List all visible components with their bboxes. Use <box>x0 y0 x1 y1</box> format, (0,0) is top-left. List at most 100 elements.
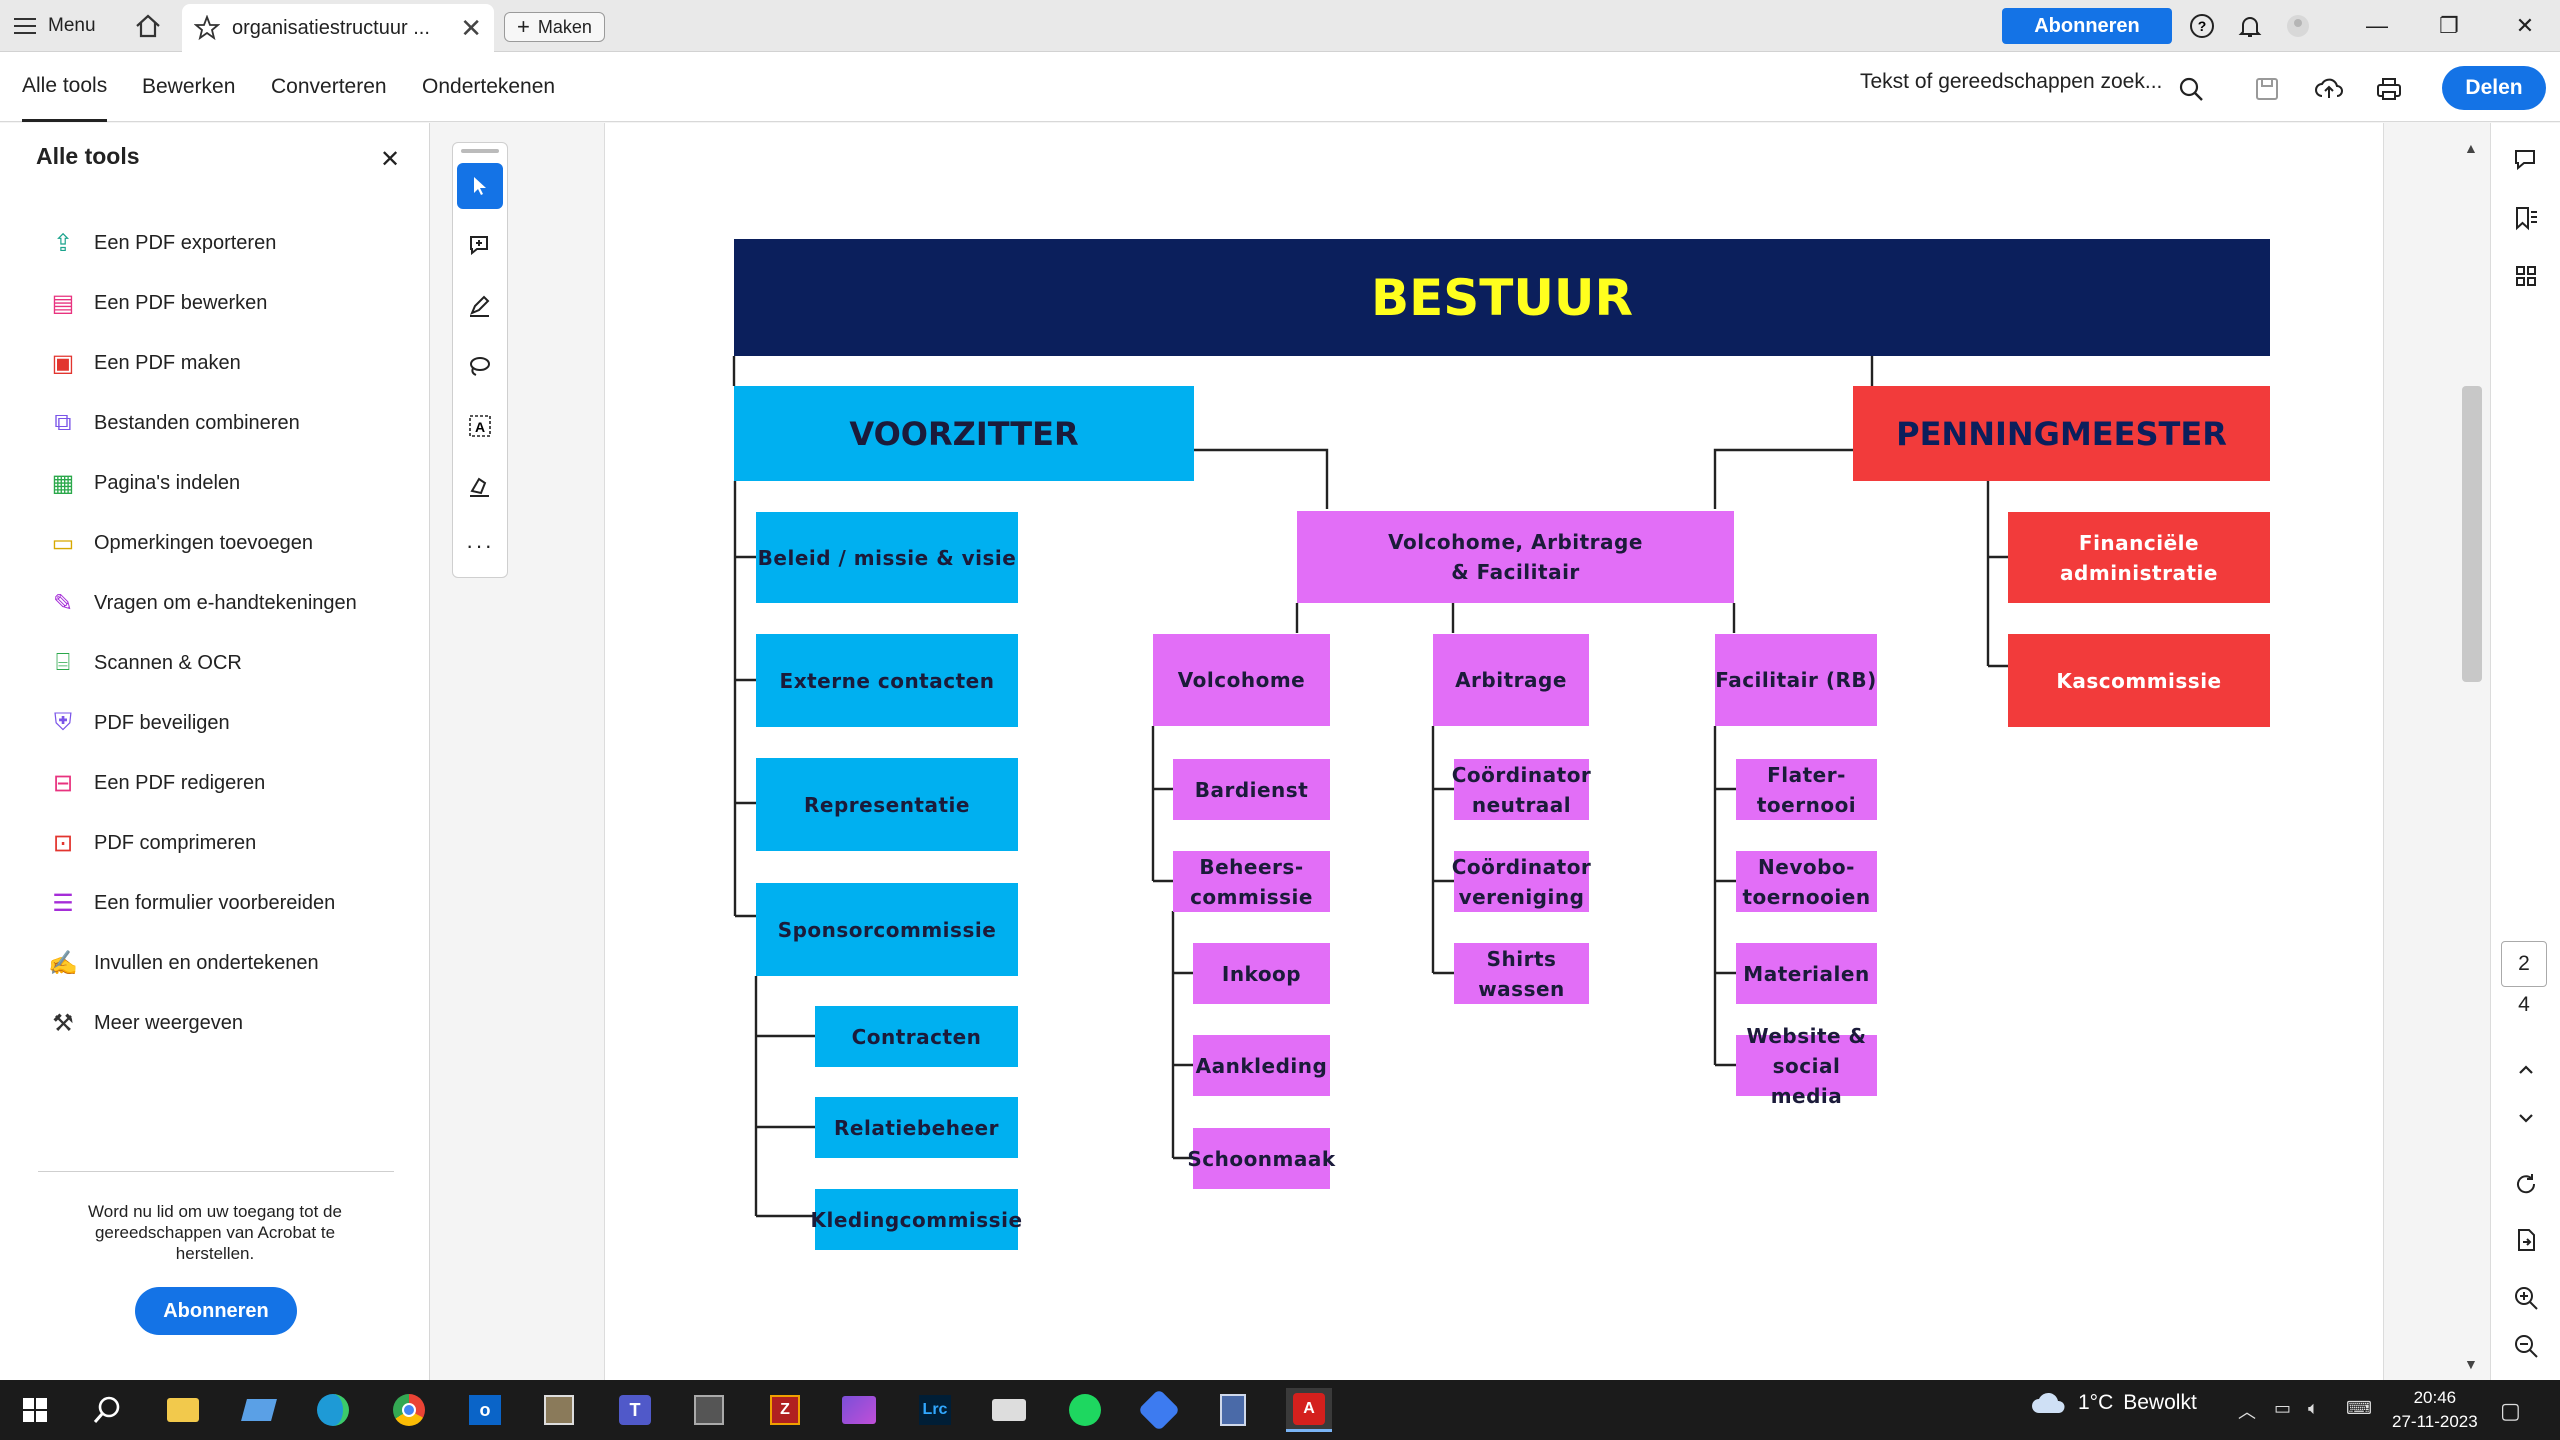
promo-subscribe-button[interactable]: Abonneren <box>135 1287 297 1335</box>
bookmarks-icon[interactable] <box>2509 201 2543 235</box>
tray-chevron-icon[interactable]: ︿ <box>2238 1402 2256 1422</box>
org-box-bardienst: Bardienst <box>1173 759 1330 820</box>
chrome-icon[interactable] <box>386 1388 432 1432</box>
network-icon[interactable]: ▭ <box>2274 1398 2292 1418</box>
extract-pages-icon[interactable] <box>2509 1223 2543 1257</box>
rotate-icon[interactable] <box>2509 1167 2543 1201</box>
tool-item-6[interactable]: ✎Vragen om e-handtekeningen <box>50 573 357 633</box>
app-window-icon[interactable] <box>686 1388 732 1432</box>
tab-all-tools[interactable]: Alle tools <box>22 52 108 122</box>
comment-icon: ▭ <box>51 529 75 557</box>
save-icon[interactable] <box>2250 72 2284 106</box>
filezilla-icon[interactable]: Z <box>762 1388 808 1432</box>
bell-icon[interactable] <box>2234 10 2266 42</box>
document-canvas[interactable]: BESTUUR VOORZITTER PENNINGMEESTER Volcoh… <box>604 123 2384 1380</box>
edge-icon[interactable] <box>310 1388 356 1432</box>
minimize-icon[interactable]: — <box>2366 13 2388 38</box>
start-button[interactable] <box>12 1388 58 1432</box>
menu-button[interactable]: Menu <box>14 0 96 52</box>
acrobat-icon[interactable]: A <box>1286 1388 1332 1432</box>
scroll-down-icon[interactable]: ▼ <box>2464 1356 2478 1372</box>
tool-item-0[interactable]: ⇪Een PDF exporteren <box>50 213 357 273</box>
clock-date: 27-11-2023 <box>2392 1412 2478 1431</box>
tab-convert[interactable]: Converteren <box>271 75 387 98</box>
photos-app-icon[interactable] <box>536 1388 582 1432</box>
file-explorer-icon[interactable] <box>160 1388 206 1432</box>
org-box-inkoop: Inkoop <box>1193 943 1330 1004</box>
tool-item-4[interactable]: ▦Pagina's indelen <box>50 453 357 513</box>
input-indicator-icon[interactable]: ⌨︎ <box>2346 1398 2372 1418</box>
org-box-shirts-wassen: Shirts wassen <box>1454 943 1589 1004</box>
select-tool-button[interactable] <box>457 163 503 209</box>
tool-item-9[interactable]: ⊟Een PDF redigeren <box>50 753 357 813</box>
highlight-tool-button[interactable] <box>457 283 503 329</box>
star-icon[interactable] <box>194 15 220 41</box>
previous-page-icon[interactable] <box>2509 1053 2543 1087</box>
scroll-up-icon[interactable]: ▲ <box>2464 140 2478 156</box>
tool-item-11[interactable]: ☰Een formulier voorbereiden <box>50 873 357 933</box>
terminal-icon[interactable] <box>986 1388 1032 1432</box>
notifications-icon[interactable]: ▢ <box>2500 1398 2521 1423</box>
current-page-input[interactable]: 2 <box>2501 941 2547 987</box>
restore-icon[interactable]: ❐ <box>2439 13 2459 38</box>
print-icon[interactable] <box>2372 72 2406 106</box>
cursor-icon <box>474 177 486 195</box>
app-hexagon-icon[interactable] <box>1136 1388 1182 1432</box>
org-box-aankleding: Aankleding <box>1193 1035 1330 1096</box>
zoom-out-icon[interactable] <box>2509 1329 2543 1363</box>
next-page-icon[interactable] <box>2509 1101 2543 1135</box>
lightroom-icon[interactable]: Lrc <box>912 1388 958 1432</box>
drag-handle[interactable] <box>461 149 499 153</box>
add-comment-button[interactable] <box>457 223 503 269</box>
tool-item-label: Een PDF bewerken <box>94 291 268 314</box>
vertical-scrollbar[interactable]: ▲ ▼ <box>2458 136 2488 1380</box>
news-app-icon[interactable] <box>236 1388 282 1432</box>
tool-item-7[interactable]: ⌸Scannen & OCR <box>50 633 357 693</box>
tool-item-12[interactable]: ✍Invullen en ondertekenen <box>48 933 357 993</box>
tab-edit[interactable]: Bewerken <box>142 75 236 98</box>
draw-tool-button[interactable] <box>457 343 503 389</box>
document-tab[interactable]: organisatiestructuur ... ✕ <box>182 4 494 52</box>
home-button[interactable] <box>128 10 168 42</box>
search-taskbar-icon[interactable] <box>84 1388 130 1432</box>
calculator-icon[interactable] <box>1210 1388 1256 1432</box>
teams-icon[interactable]: T <box>612 1388 658 1432</box>
tool-item-label: Scannen & OCR <box>94 651 242 674</box>
main-toolbar: Alle tools Bewerken Converteren Ondertek… <box>0 52 2560 122</box>
avatar[interactable] <box>2282 10 2314 42</box>
tool-item-13[interactable]: ⚒Meer weergeven <box>50 993 357 1053</box>
close-tab-icon[interactable]: ✕ <box>460 12 482 43</box>
text-select-button[interactable]: A <box>457 403 503 449</box>
scrollbar-thumb[interactable] <box>2462 386 2482 682</box>
sign-tool-button[interactable] <box>457 463 503 509</box>
video-editor-icon[interactable] <box>836 1388 882 1432</box>
thumbnails-icon[interactable] <box>2509 259 2543 293</box>
tool-item-2[interactable]: ▣Een PDF maken <box>50 333 357 393</box>
subscribe-button[interactable]: Abonneren <box>2002 8 2172 44</box>
upload-cloud-icon[interactable] <box>2312 72 2346 106</box>
tool-item-3[interactable]: ⧉Bestanden combineren <box>50 393 357 453</box>
close-window-icon[interactable]: ✕ <box>2515 13 2535 38</box>
hamburger-icon <box>14 18 36 34</box>
combine-files-icon: ⧉ <box>54 409 72 436</box>
zoom-in-icon[interactable] <box>2509 1281 2543 1315</box>
new-button[interactable]: + Maken <box>504 12 605 42</box>
outlook-icon[interactable]: o <box>462 1388 508 1432</box>
volume-icon[interactable]: 🔈︎ <box>2308 1398 2319 1418</box>
search-tools-input[interactable]: Tekst of gereedschappen zoek... <box>1860 70 2163 93</box>
close-panel-icon[interactable]: ✕ <box>380 146 401 173</box>
share-button[interactable]: Delen <box>2442 66 2546 110</box>
search-icon[interactable] <box>2174 72 2208 106</box>
weather-widget[interactable]: 1°C Bewolkt <box>2030 1390 2197 1416</box>
comments-panel-icon[interactable] <box>2509 143 2543 177</box>
tool-item-5[interactable]: ▭Opmerkingen toevoegen <box>50 513 357 573</box>
spotify-icon[interactable] <box>1062 1388 1108 1432</box>
protect-pdf-icon: ⛨ <box>54 709 72 736</box>
tab-sign[interactable]: Ondertekenen <box>422 75 556 98</box>
tool-item-1[interactable]: ▤Een PDF bewerken <box>50 273 357 333</box>
tool-item-8[interactable]: ⛨PDF beveiligen <box>50 693 357 753</box>
help-icon[interactable]: ? <box>2186 10 2218 42</box>
tool-item-10[interactable]: ⊡PDF comprimeren <box>50 813 357 873</box>
more-options-icon[interactable]: ··· <box>466 533 494 558</box>
clock[interactable]: 20:46 27-11-2023 <box>2392 1386 2478 1434</box>
